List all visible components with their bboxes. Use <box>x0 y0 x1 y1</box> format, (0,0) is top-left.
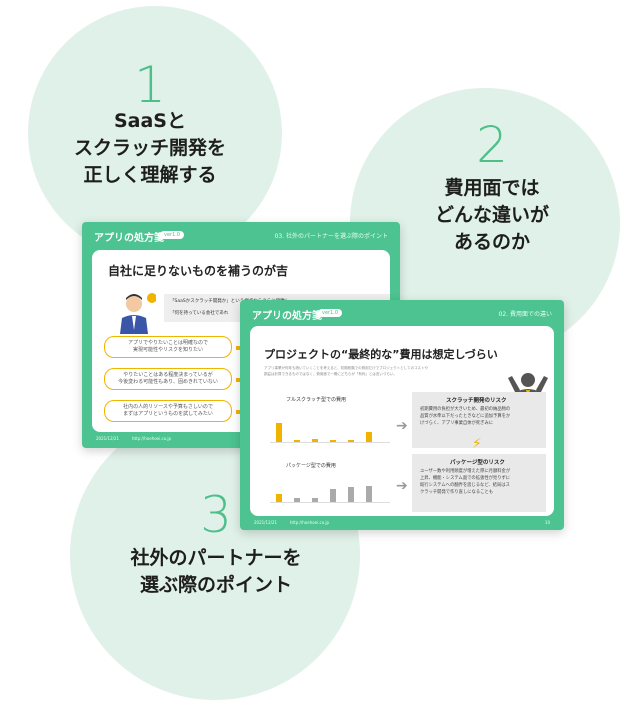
cost-bar <box>330 439 336 442</box>
scratch-risk-body: 初期費用の負担が大きいため、最初の納品物の 品質が水準以下だったときなどに追加予… <box>420 407 511 426</box>
package-risk-body: ユーザー数や利用頻度が増えた際に月額料金が 上昇、機能・システム面での拡張性が見… <box>420 469 511 495</box>
package-risk-box <box>412 454 546 512</box>
speech-line-2: 「何を持っている会社であれ <box>170 311 229 316</box>
step-3-number: 3 <box>200 486 232 544</box>
slide-subtitle-1: アプリ事業が何年も続いていくことを考えると、初期段階での費用だけでプロジェクトと… <box>264 366 429 370</box>
cost-bar <box>294 498 300 502</box>
slide-brand: アプリの処方箋 <box>252 311 322 322</box>
step-1-circle <box>28 6 282 260</box>
cost-bar <box>312 438 318 442</box>
concern-pill-3: 社内の人的リソースや予算もさしいので まずはアプリというものを試してみたい <box>104 400 232 422</box>
slide-footer-date: 2021/12/21 <box>96 436 120 441</box>
concern-pill-1: アプリでやりたいことは明確なので 実現可能性やリスクを知りたい <box>104 336 232 358</box>
scratch-risk-box <box>412 392 546 448</box>
full-scratch-label: フルスクラッチ型での費用 <box>286 397 347 403</box>
slide-page-number: 10 <box>544 520 550 525</box>
cost-bar <box>276 423 282 442</box>
package-label: パッケージ型での費用 <box>286 463 336 469</box>
step-2-caption: 費用面では どんな違いが あるのか <box>434 177 549 253</box>
businessman-illustration <box>120 293 156 334</box>
slide-version-tag: ver1.0 <box>160 231 185 239</box>
cost-bar <box>294 439 300 442</box>
slide-title: 自社に足りないものを補うのが吉 <box>108 264 289 278</box>
slide-header: アプリの処方箋 ver1.0 03. 社外のパートナーを選ぶ際のポイント <box>82 222 400 250</box>
slide-header: アプリの処方箋 ver1.0 02. 費用面での違い <box>240 300 564 328</box>
slide-footer-date: 2021/12/21 <box>254 520 278 525</box>
package-risk-title: パッケージ型のリスク <box>450 460 505 466</box>
cost-bar <box>348 439 354 442</box>
cost-bar <box>366 485 372 502</box>
cost-bar <box>366 431 372 442</box>
slide-version-tag: ver1.0 <box>318 309 343 317</box>
cost-bar <box>330 488 336 502</box>
step-3-caption: 社外のパートナーを 選ぶ際のポイント <box>130 547 302 596</box>
slide-subtitle-2: 損益は計算できるものではなく、費用面で一概にどちらが「有利」とは言いづらい。 <box>264 372 397 376</box>
slide-section: 02. 費用面での違い <box>498 311 552 318</box>
slide-brand: アプリの処方箋 <box>94 233 164 244</box>
arrow-right-icon: ➔ <box>396 418 408 434</box>
full-scratch-cost-chart <box>270 408 390 443</box>
package-cost-chart <box>270 472 390 503</box>
slide-card: プロジェクトの“最終的な”費用は想定しづらい アプリ事業が何年も続いていくことを… <box>250 326 554 516</box>
slide-section: 03. 社外のパートナーを選ぶ際のポイント <box>274 233 388 240</box>
cost-bar <box>276 493 282 502</box>
scratch-risk-title: スクラッチ開発のリスク <box>446 398 507 404</box>
slide-title: プロジェクトの“最終的な”費用は想定しづらい <box>264 348 498 361</box>
step-1-caption: SaaSと スクラッチ開発を 正しく理解する <box>73 110 226 186</box>
cost-bar <box>312 498 318 502</box>
step-2-number: 2 <box>476 116 508 174</box>
slide-preview-cost: アプリの処方箋 ver1.0 02. 費用面での違い プロジェクトの“最終的な”… <box>240 300 564 530</box>
speech-line-1: 「SaaSかスクラッチ開発か」という視点からさらに俯瞰し、 <box>170 299 294 304</box>
arrow-right-icon: ➔ <box>396 478 408 494</box>
concern-pill-2: やりたいことはある程度決まっているが 今後変わる可能性もあり、固めきれていない <box>104 368 232 390</box>
step-1-number: 1 <box>134 56 166 114</box>
lightning-icon: ⚡ <box>472 436 482 452</box>
slide-footer-url: http://hoehoei.co.jp <box>290 520 330 525</box>
cost-bar <box>348 487 354 502</box>
slide-footer-url: http://hoehoei.co.jp <box>132 436 172 441</box>
